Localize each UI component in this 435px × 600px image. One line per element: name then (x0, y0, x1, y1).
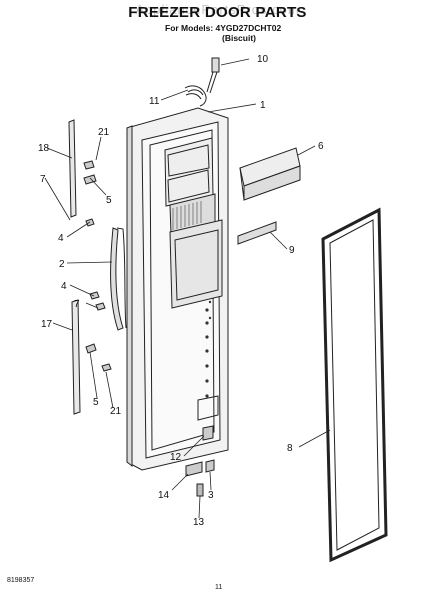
door-bin-part (239, 147, 301, 201)
page-number: 11 (215, 584, 223, 591)
wire-harness-part (184, 57, 220, 107)
callout-3: 3 (208, 490, 214, 501)
trim-strip-upper (68, 119, 77, 218)
callout-1: 1 (260, 100, 266, 111)
color-line: (Biscuit) (222, 33, 256, 43)
callout-7-top: 7 (40, 174, 46, 185)
hinge-parts (185, 425, 215, 497)
page-title: FREEZER DOOR PARTS (128, 4, 307, 21)
models-line: For Models: 4YGD27DCHT02 (165, 23, 282, 33)
callout-17: 17 (41, 319, 53, 330)
door-shell-part (126, 107, 229, 471)
callout-21-bottom: 21 (110, 406, 122, 417)
dispenser-trim-part (237, 221, 277, 245)
watermark: AppliancePartsPros.com (135, 2, 300, 17)
trim-strip-lower (71, 299, 81, 415)
callout-10: 10 (257, 54, 269, 65)
callout-5-bottom: 5 (93, 397, 99, 408)
callout-6: 6 (318, 141, 324, 152)
callout-5-top: 5 (106, 195, 112, 206)
callout-7-mid: 7 (74, 299, 80, 310)
callout-4-top: 4 (58, 233, 64, 244)
callout-18: 18 (38, 143, 50, 154)
callout-14: 14 (158, 490, 170, 501)
leader-lines (44, 58, 331, 519)
callout-21-top: 21 (98, 127, 110, 138)
callout-2: 2 (59, 259, 65, 270)
door-handle-part (110, 227, 127, 331)
callout-labels: 10 11 1 21 18 6 7 5 4 9 2 4 7 17 5 21 8 … (38, 54, 324, 528)
callout-8: 8 (287, 443, 293, 454)
callout-9: 9 (289, 245, 295, 256)
callout-13: 13 (193, 517, 205, 528)
screw-parts (83, 160, 112, 372)
footer-part-number: 8198357 (7, 577, 35, 584)
door-gasket-part (321, 207, 388, 563)
callout-4-mid: 4 (61, 281, 67, 292)
callout-12: 12 (170, 452, 182, 463)
callout-11: 11 (149, 96, 160, 107)
